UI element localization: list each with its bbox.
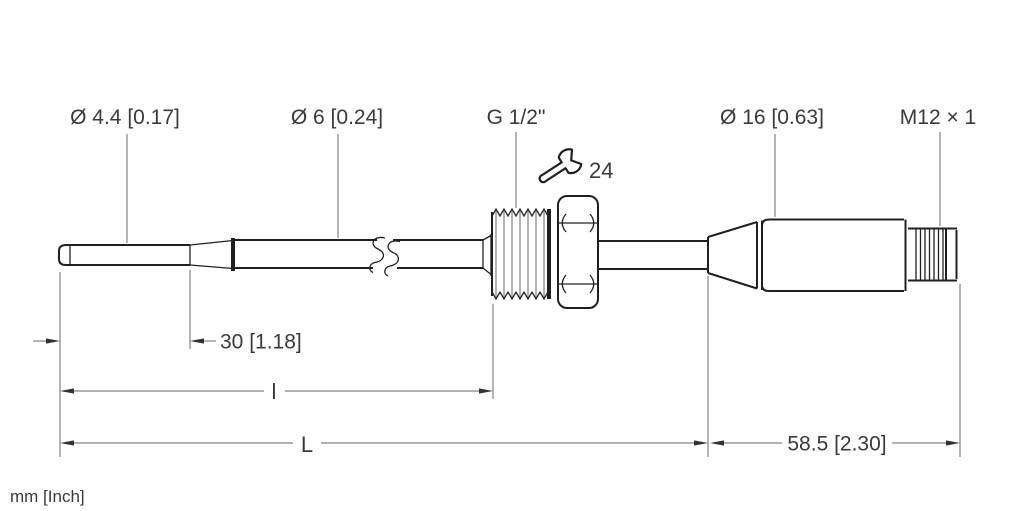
thread-flanks xyxy=(495,211,545,297)
label-tip-diameter: Ø 4.4 [0.17] xyxy=(70,106,180,129)
thread-crest-top xyxy=(491,207,549,218)
label-process-thread: G 1/2" xyxy=(487,106,546,129)
probe-tip-cap xyxy=(58,244,70,266)
dimension-30 xyxy=(33,338,216,344)
dimension-text-insertion-length: l xyxy=(272,379,277,404)
hex-body xyxy=(557,195,599,309)
break-symbol-right xyxy=(384,240,401,277)
dimension-text-total-length: L xyxy=(301,432,313,457)
dimension-l xyxy=(60,388,493,394)
thread-cone xyxy=(482,234,492,276)
arrowhead xyxy=(710,440,724,446)
hex-face-arcs xyxy=(561,213,595,294)
hex-nut xyxy=(557,195,599,309)
arrowhead xyxy=(694,440,708,446)
arrowhead xyxy=(46,338,60,344)
process-thread-g12 xyxy=(491,207,551,301)
dimension-text-rear-length: 58.5 [2.30] xyxy=(787,433,886,456)
label-connector-thread: M12 × 1 xyxy=(900,106,976,129)
taper-top xyxy=(189,239,234,246)
dimension-L xyxy=(60,440,708,446)
probe-outline xyxy=(58,195,958,309)
arrowhead xyxy=(479,388,493,394)
housing-cone-top xyxy=(707,221,758,238)
housing-cone-bottom xyxy=(707,272,758,290)
dimension-58-5 xyxy=(710,440,960,446)
arrowhead xyxy=(60,388,74,394)
label-body-diameter: Ø 16 [0.63] xyxy=(720,106,824,129)
unit-note: mm [Inch] xyxy=(10,487,85,506)
label-wrench-size: 24 xyxy=(589,158,613,183)
arrowhead xyxy=(946,440,960,446)
m12-connector xyxy=(908,227,958,282)
taper-bottom xyxy=(189,264,234,270)
arrowhead xyxy=(60,440,74,446)
arrowhead xyxy=(190,338,204,344)
wrench-icon xyxy=(538,148,583,184)
housing-body xyxy=(761,218,904,292)
label-probe-diameter: Ø 6 [0.24] xyxy=(291,106,383,129)
connector-thread-ridges xyxy=(915,229,944,280)
leader-lines xyxy=(126,132,941,243)
extension-lines xyxy=(59,270,961,457)
dimension-text-tip-length: 30 [1.18] xyxy=(220,331,302,354)
break-symbol-left xyxy=(369,236,386,274)
thread-crest-bottom xyxy=(491,290,549,301)
